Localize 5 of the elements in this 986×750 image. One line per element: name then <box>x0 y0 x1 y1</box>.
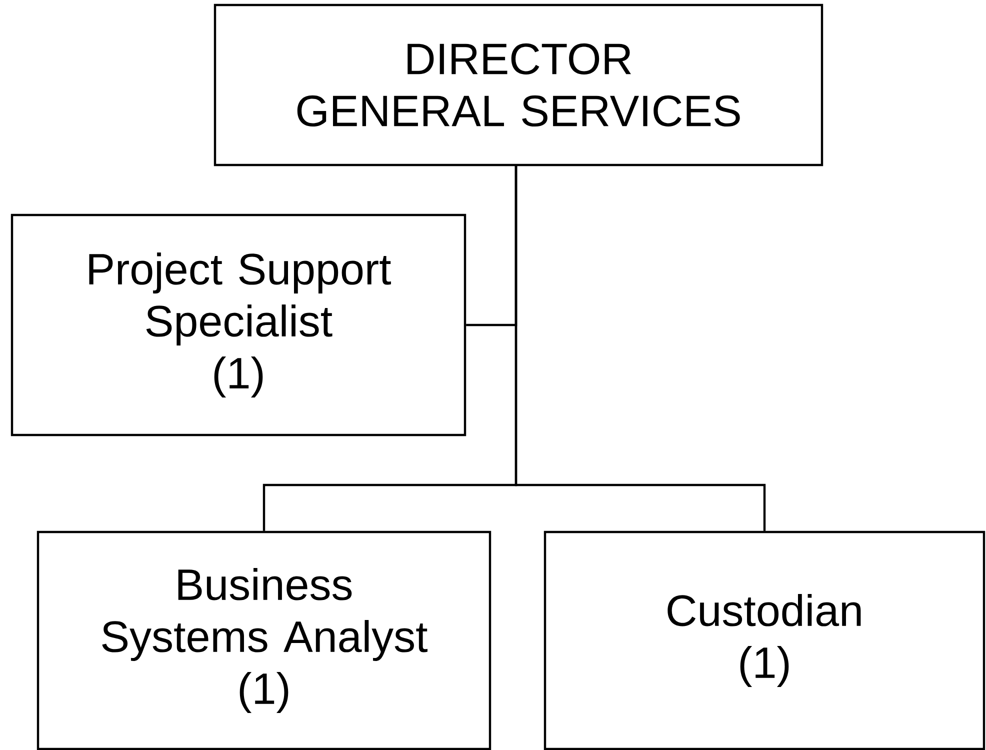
position-box: Business Systems Analyst (1) <box>36 530 492 750</box>
position-box: Custodian (1) <box>544 530 986 750</box>
connector-line <box>514 165 766 531</box>
position-box: DIRECTOR GENERAL SERVICES <box>214 4 824 166</box>
position-box: Project Support Specialist (1) <box>10 214 466 436</box>
